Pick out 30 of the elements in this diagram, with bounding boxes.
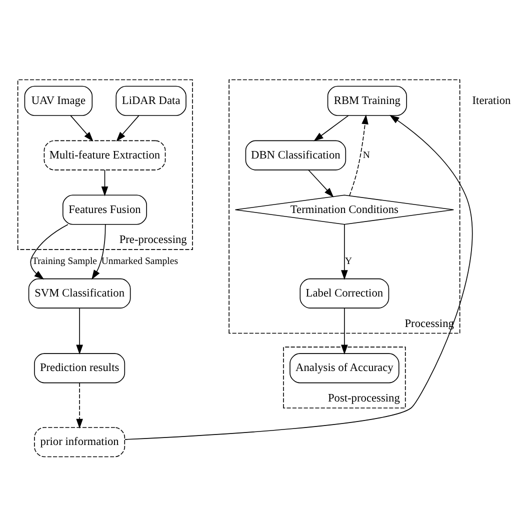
arrow (341, 224, 348, 280)
node-diamond: Termination Conditions (234, 194, 454, 224)
label: Iteration (472, 94, 511, 106)
node-box: DBN Classification (245, 140, 346, 170)
arrow (124, 114, 473, 440)
node-box: UAV Image (24, 85, 93, 116)
node-box: LiDAR Data (116, 85, 186, 116)
arrow (116, 114, 140, 141)
arrow (76, 382, 83, 428)
node-box: RBM Training (327, 85, 407, 116)
arrow (101, 169, 108, 196)
node-box: Label Correction (300, 278, 390, 308)
edge-label: Y (344, 255, 352, 266)
edge-label: Training Sample (32, 255, 97, 266)
node-box: Multi-feature Extraction (44, 140, 166, 170)
node-box: SVM Classification (28, 278, 131, 308)
arrow (92, 224, 106, 280)
node-box: prior information (34, 426, 126, 457)
arrow (341, 307, 348, 354)
edge-label: N (362, 149, 370, 160)
arrow (314, 114, 349, 141)
arrow (70, 114, 94, 141)
arrow (30, 224, 68, 279)
arrow (308, 169, 334, 197)
node-box: Features Fusion (62, 194, 147, 224)
node-box: Prediction results (34, 352, 126, 383)
node-box: Analysis of Accuracy (290, 352, 400, 383)
arrow (349, 114, 368, 196)
arrow (76, 307, 83, 354)
edge-label: Unmarked Samples (101, 255, 178, 266)
